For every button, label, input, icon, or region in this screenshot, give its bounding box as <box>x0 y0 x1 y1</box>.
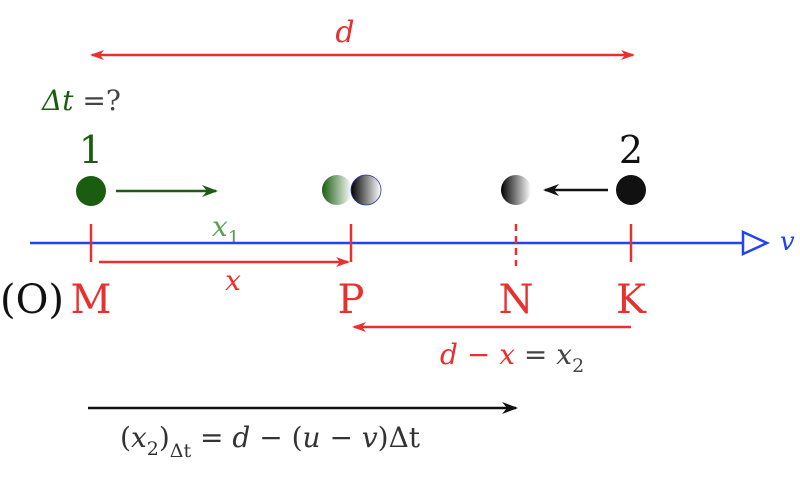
rel-minus: − <box>458 338 499 371</box>
origin-label: (O) <box>0 277 64 323</box>
relative-displacement-formula: (x2)Δt = d − (u − v)Δt <box>120 421 421 462</box>
body-2-ghost-at-P <box>350 174 382 206</box>
point-M-label: M <box>71 277 112 323</box>
x1-letter: x <box>212 210 228 243</box>
body-1-number: 1 <box>79 128 103 172</box>
f-minus: − ( <box>250 421 302 454</box>
delta-t-symbol: Δt <box>41 84 74 117</box>
axis-arrowhead <box>741 230 771 256</box>
f-subdt: Δt <box>170 440 192 462</box>
f-dash: − <box>321 421 362 454</box>
rel-d: d <box>440 338 458 371</box>
distance-d-label: d <box>335 15 354 50</box>
body-2-number: 2 <box>619 128 643 172</box>
axis-v-label: v <box>780 227 795 257</box>
f-open: ( <box>120 421 131 454</box>
question-mark-text: =? <box>73 84 120 117</box>
rel-x2-sub: 2 <box>572 355 584 377</box>
point-P-label: P <box>338 277 365 323</box>
f-u: u <box>303 421 321 454</box>
relation-d-minus-x-equals-x2: d − x = x2 <box>440 338 584 377</box>
point-K-label: K <box>616 277 647 323</box>
body-2-ball <box>616 175 646 205</box>
body-1-ball <box>76 176 106 206</box>
rel-equals: = <box>515 338 556 371</box>
body-1-ghost-at-P <box>322 175 352 205</box>
x1-subscript: 1 <box>228 227 240 249</box>
body-2-ghost-at-N <box>501 175 531 205</box>
f-end: )Δt <box>378 421 421 454</box>
f-x: x <box>131 421 147 454</box>
delta-t-question: Δt =? <box>41 84 121 117</box>
f-eq: = <box>191 421 232 454</box>
rel-x2: x <box>556 338 572 371</box>
segment-x-label: x <box>225 264 241 297</box>
f-close: ) <box>159 421 170 454</box>
f-sub2: 2 <box>147 438 159 460</box>
rel-x: x <box>499 338 515 371</box>
f-v: v <box>362 421 378 454</box>
point-N-label: N <box>499 277 534 323</box>
f-d: d <box>232 421 250 454</box>
